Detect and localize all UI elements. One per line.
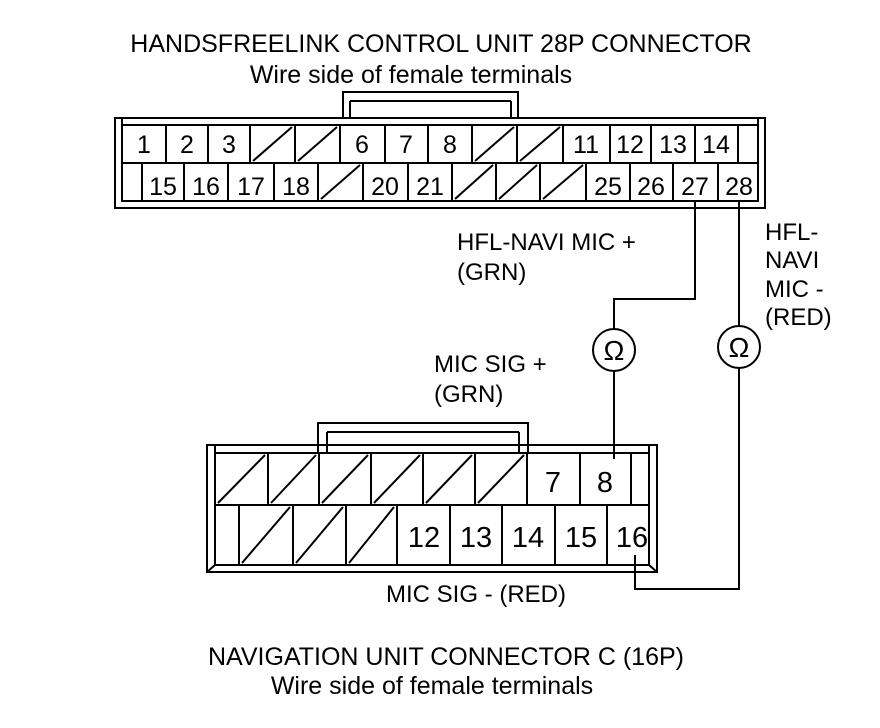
top-connector [114, 91, 766, 209]
bottom-pin-7: 7 [545, 467, 561, 499]
top-pin-17: 17 [237, 173, 265, 201]
top-pin-18: 18 [282, 173, 310, 201]
top-pin-11: 11 [573, 131, 599, 159]
bottom-connector [206, 422, 658, 573]
bottom-connector-subtitle: Wire side of female terminals [271, 672, 593, 700]
top-pin-3: 3 [222, 131, 236, 159]
label-mic-sig-plus: MIC SIG + [434, 351, 547, 378]
ohm-icon: Ω [604, 335, 625, 366]
top-pin-27: 27 [681, 173, 709, 201]
label-hfl-mic-plus-color: (GRN) [457, 259, 526, 286]
label-hfl-mic-minus-color: (RED) [765, 304, 832, 331]
label-hfl-mic-minus-1: HFL- [765, 219, 818, 246]
ohmmeter-left: Ω [592, 328, 636, 372]
bottom-pin-14: 14 [512, 522, 544, 554]
bottom-pin-8: 8 [597, 467, 613, 499]
bottom-pin-13: 13 [460, 522, 492, 554]
wire-mic-sig-minus [634, 369, 740, 590]
top-pin-26: 26 [637, 173, 665, 201]
bottom-connector-housing [206, 444, 658, 573]
wire-hfl-mic-plus [613, 201, 696, 329]
top-pin-7: 7 [399, 131, 413, 159]
label-hfl-mic-plus: HFL-NAVI MIC + [457, 229, 636, 256]
ohmmeter-right: Ω [717, 325, 761, 369]
label-hfl-mic-minus-2: NAVI [765, 247, 819, 274]
bottom-pin-12: 12 [408, 522, 440, 554]
top-connector-title: HANDSFREELINK CONTROL UNIT 28P CONNECTOR [130, 30, 751, 58]
top-pin-21: 21 [416, 173, 444, 201]
top-pin-13: 13 [659, 131, 687, 159]
bottom-connector-title: NAVIGATION UNIT CONNECTOR C (16P) [208, 643, 684, 671]
top-pin-8: 8 [443, 131, 457, 159]
top-pin-6: 6 [355, 131, 369, 159]
top-pin-14: 14 [702, 131, 730, 159]
label-mic-sig-plus-color: (GRN) [434, 381, 503, 408]
top-connector-subtitle: Wire side of female terminals [250, 61, 572, 89]
bottom-pin-16: 16 [616, 522, 648, 554]
top-pin-16: 16 [192, 173, 220, 201]
top-pin-28: 28 [725, 173, 753, 201]
top-pin-2: 2 [180, 131, 194, 159]
top-pin-20: 20 [371, 173, 399, 201]
ohm-icon: Ω [729, 332, 750, 363]
top-pin-15: 15 [149, 173, 177, 201]
label-hfl-mic-minus-3: MIC - [765, 276, 824, 303]
top-connector-housing [114, 117, 766, 209]
top-pin-1: 1 [137, 131, 151, 159]
bottom-pin-15: 15 [565, 522, 597, 554]
top-pin-25: 25 [594, 173, 622, 201]
label-mic-sig-minus: MIC SIG - (RED) [386, 581, 566, 608]
top-pin-12: 12 [616, 131, 644, 159]
